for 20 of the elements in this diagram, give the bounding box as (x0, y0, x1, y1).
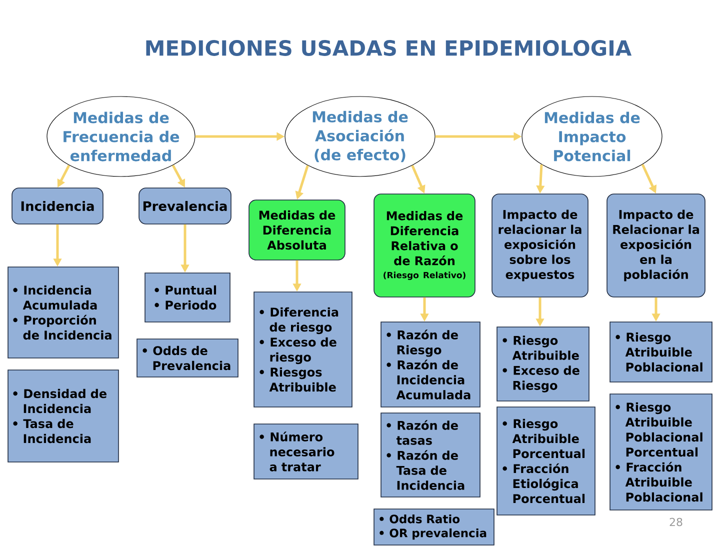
rounded-box: Impacto de Relacionar la exposición en la población (606, 194, 706, 298)
bullet-list-box: • Riesgo Atribuible Poblacional Porcentual • Fracción Atribuible Poblacional (610, 394, 712, 510)
bullet-list-box: • Incidencia Acumulada • Proporción de Incidencia (8, 266, 119, 358)
bullet-list-box: • Odds de Prevalencia (136, 338, 238, 378)
bullet-list-box: • Odds Ratio • OR prevalencia (374, 508, 494, 546)
bullet-list-box: • Riesgo Atribuible Poblacional (610, 322, 712, 382)
bullet-list-box: • Razón de tasas • Razón de Tasa de Incidencia (380, 412, 480, 498)
rounded-box: Medidas de Diferencia Relativa o de Razón (Riesgo Relativo) (374, 194, 476, 298)
bullet-list-box: • Riesgo Atribuible Porcentual • Fracción Etiológica Porcentual (496, 406, 596, 516)
bullet-list-box: • Razón de Riesgo • Razón de Incidencia Acumulada (380, 322, 480, 408)
bullet-list-box: • Número necesario a tratar (254, 424, 358, 480)
rounded-box: Prevalencia (138, 188, 232, 224)
bullet-list-box: • Densidad de Incidencia • Tasa de Incidencia (8, 370, 119, 462)
rounded-box: Medidas de Diferencia Absoluta (248, 200, 346, 260)
bullet-list-box: • Puntual • Periodo (144, 272, 230, 322)
bullet-list-box: • Diferencia de riesgo • Exceso de riesgo • Riesgos Atribuible (254, 292, 352, 408)
bullet-list-box: • Riesgo Atribuible • Exceso de Riesgo (496, 326, 590, 402)
rounded-box: Impacto de relacionar la exposición sobre los expuestos (492, 194, 588, 298)
title: MEDICIONES USADAS EN EPIDEMIOLOGIA (146, 40, 632, 56)
rounded-box: Incidencia (12, 188, 104, 224)
